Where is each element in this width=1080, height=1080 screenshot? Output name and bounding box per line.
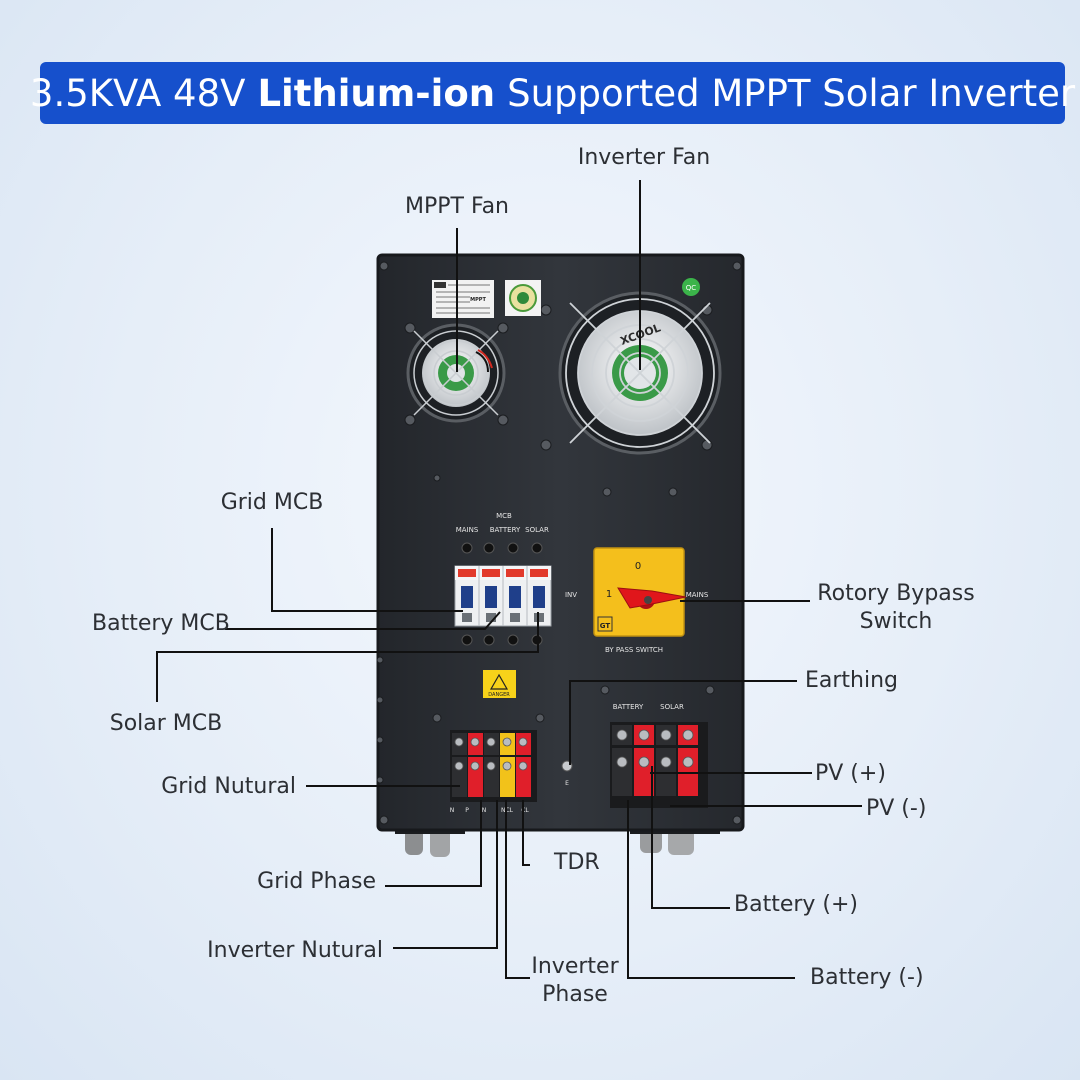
label-battery-plus: Battery (+) xyxy=(734,892,859,917)
ac-terminal-block: N P N NCL CL xyxy=(450,730,537,814)
bypass-0-text: 0 xyxy=(635,561,641,572)
label-rotary-bypass: Rotory Bypass Switch xyxy=(817,581,975,634)
mcb-title: MCB xyxy=(496,512,512,520)
terminal-code-3: NCL xyxy=(501,807,514,814)
bypass-1-text: 1 xyxy=(606,589,612,600)
callout-lines xyxy=(156,180,862,979)
rating-label: MPPT xyxy=(432,280,494,318)
terminal-code-2: N xyxy=(482,807,487,814)
title-part-2: Lithium-ion xyxy=(257,71,496,115)
inv-text: INV xyxy=(565,591,577,599)
dc-terminal-block: BATTERY SOLAR xyxy=(610,703,708,808)
switch-brand-logo: GT xyxy=(600,622,611,630)
danger-text: DANGER xyxy=(488,692,510,698)
screws xyxy=(376,261,742,825)
title-part-3: Supported MPPT Solar Inverter xyxy=(507,71,1076,115)
label-grid-nutural: Grid Nutural xyxy=(161,774,296,799)
label-solar-mcb: Solar MCB xyxy=(109,711,223,736)
rating-label-model: MPPT xyxy=(470,297,486,303)
label-pv-minus: PV (-) xyxy=(866,796,927,821)
label-inverter-phase: Inverter Phase xyxy=(531,954,619,1007)
mcb-block xyxy=(454,565,552,627)
label-grid-phase: Grid Phase xyxy=(257,869,376,894)
terminal-code-0: N xyxy=(450,807,455,814)
term-solar-text: SOLAR xyxy=(660,703,684,711)
label-pv-plus: PV (+) xyxy=(815,761,886,786)
label-tdr: TDR xyxy=(554,850,600,875)
label-earthing: Earthing xyxy=(805,668,899,693)
mcb-holes xyxy=(461,542,543,646)
label-battery-minus: Battery (-) xyxy=(810,965,924,990)
bypass-switch-caption: BY PASS SWITCH xyxy=(605,646,663,654)
label-grid-mcb: Grid MCB xyxy=(220,490,324,515)
mcb-header-text: MCB MAINS BATTERY SOLAR INV xyxy=(456,512,578,599)
bypass-mains-text: MAINS xyxy=(686,591,709,599)
rotary-bypass-switch: GT 0 1 MAINS BY PASS SWITCH xyxy=(593,547,709,654)
qc-text: QC xyxy=(686,284,697,292)
label-battery-mcb: Battery MCB xyxy=(92,611,230,636)
label-inverter-nutural: Inverter Nutural xyxy=(207,938,383,963)
qc-sticker xyxy=(682,278,700,296)
mcb-mains-text: MAINS xyxy=(456,526,479,534)
terminal-code-1: P xyxy=(465,807,469,814)
terminal-code-4: CL xyxy=(521,807,529,814)
mcb-solar-text: SOLAR xyxy=(525,526,549,534)
mcb-battery-text: BATTERY xyxy=(490,526,521,534)
term-battery-text: BATTERY xyxy=(613,703,644,711)
label-mppt-fan: MPPT Fan xyxy=(404,194,510,219)
title-banner: 3.5KVA 48V Lithium-ion Supported MPPT So… xyxy=(30,62,1075,124)
earth-code-text: E xyxy=(565,780,569,787)
title-part-1: 3.5KVA 48V xyxy=(29,71,246,115)
label-inverter-fan: Inverter Fan xyxy=(577,145,711,170)
danger-sticker: DANGER xyxy=(483,670,516,698)
